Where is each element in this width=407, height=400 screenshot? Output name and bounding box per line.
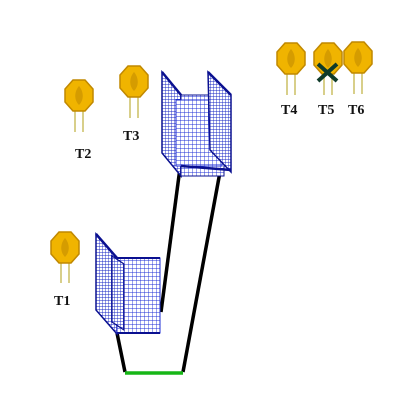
sensor-label: T5 [318,103,334,118]
sensor-highlight [130,72,138,91]
upper-mesh-trough [161,69,232,179]
sensor-highlight [75,86,83,105]
lower-trough-edge-left [95,233,118,259]
failed-cross-icon [316,62,339,83]
upper-trough-base [180,164,232,172]
sensor-label: T1 [54,294,70,309]
sensor-t4: T4 [276,42,306,118]
lower-trough-right-wall [111,254,125,332]
sensor-t3: T3 [119,65,149,144]
sensor-highlight [61,238,69,257]
upper-trough-edge-left [161,71,182,96]
cable-right [181,171,222,373]
upper-trough-edge-right [207,71,232,96]
sensor-t6: T6 [343,41,373,118]
sensor-t2: T2 [64,79,94,162]
sensor-t1: T1 [50,231,80,309]
cable-loop [115,167,222,375]
cross-stroke [316,62,339,83]
sensor-label: T2 [75,147,91,162]
lower-mesh-trough [95,232,161,336]
sensor-highlight [324,49,332,68]
sensor-t5: T5 [313,42,343,118]
cable-lower-left [115,332,127,373]
sensor-highlight [354,48,362,67]
sensor-label: T4 [281,103,297,118]
sensor-highlight [287,49,295,68]
cable-left [159,167,182,313]
sensor-label: T6 [348,103,364,118]
sensor-label: T3 [123,129,139,144]
